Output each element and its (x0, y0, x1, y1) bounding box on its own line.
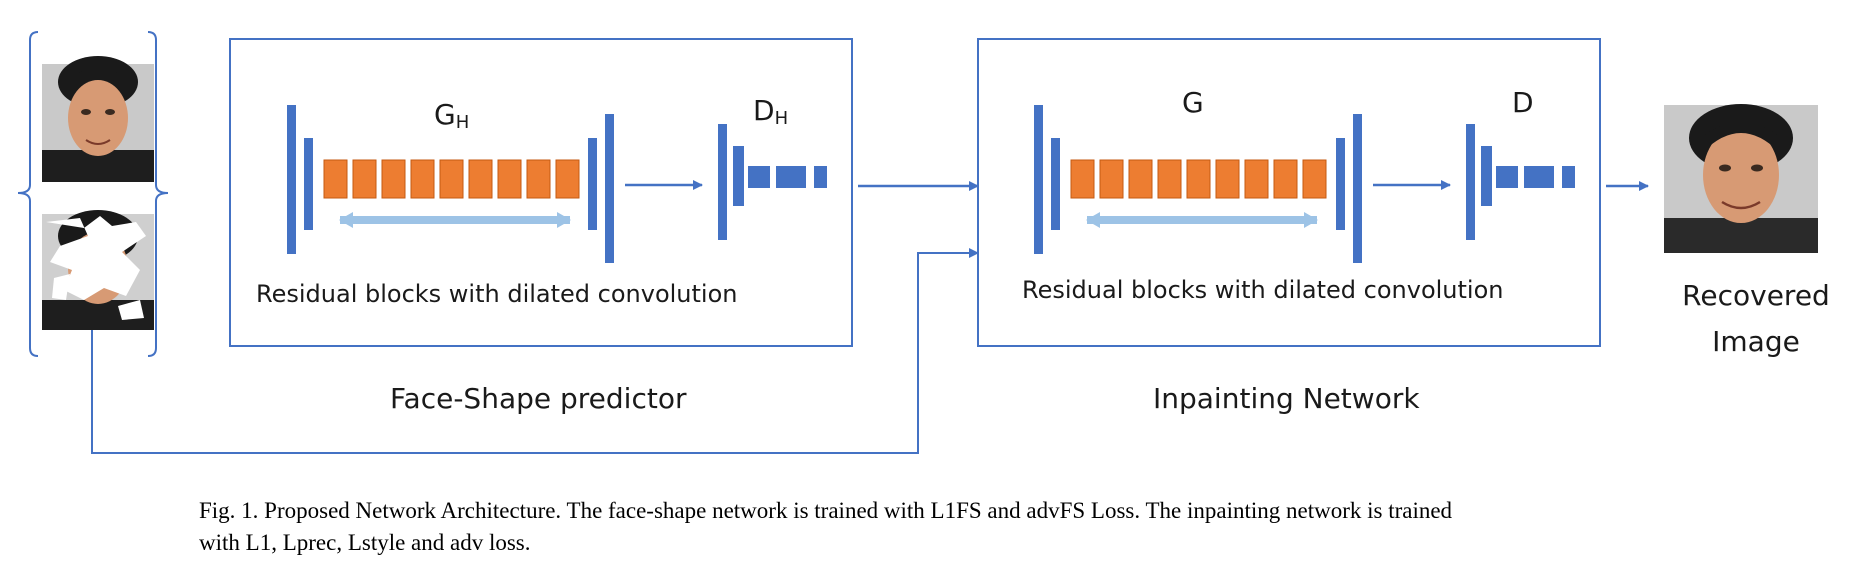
face-shape-title: Face-Shape predictor (390, 382, 687, 415)
input-face-image (42, 56, 154, 182)
figure-caption-line-1: Fig. 1. Proposed Network Architecture. T… (199, 498, 1453, 523)
input-bracket (17, 31, 169, 357)
decoder-bar-2 (605, 114, 614, 263)
inpainting-network-box (977, 38, 1601, 347)
figure-caption-line-2: with L1, Lprec, Lstyle and adv loss. (199, 530, 531, 555)
masked-face-image (42, 210, 154, 330)
decoder-bar-1 (588, 138, 597, 230)
generator-h: GH (287, 98, 614, 263)
residual-blocks-right (1070, 159, 1327, 199)
discriminator-h-label: DH (753, 94, 788, 129)
decoder-bar-3 (1336, 138, 1345, 230)
generator-g: G (1034, 86, 1362, 263)
discriminator-d: D (1466, 86, 1575, 240)
encoder-bar-4 (1051, 138, 1060, 230)
generator-h-label: GH (434, 98, 469, 133)
recovered-face-image (1664, 104, 1818, 253)
encoder-bar-3 (1034, 105, 1043, 254)
discriminator-d-label: D (1512, 86, 1534, 119)
decoder-bar-4 (1353, 114, 1362, 263)
discriminator-h: DH (718, 94, 827, 240)
recovered-image-label-1: Recovered (1682, 279, 1830, 312)
masked-input-connector (91, 248, 979, 454)
recovered-image-label-2: Image (1712, 325, 1800, 358)
residual-label-left: Residual blocks with dilated convolution (256, 280, 738, 308)
inpainting-title: Inpainting Network (1153, 382, 1420, 415)
generator-g-label: G (1182, 86, 1204, 119)
encoder-bar-2 (304, 138, 313, 230)
face-shape-predictor-box (229, 38, 853, 347)
encoder-bar-1 (287, 105, 296, 254)
residual-blocks-left (323, 159, 580, 199)
residual-label-right: Residual blocks with dilated convolution (1022, 276, 1504, 304)
